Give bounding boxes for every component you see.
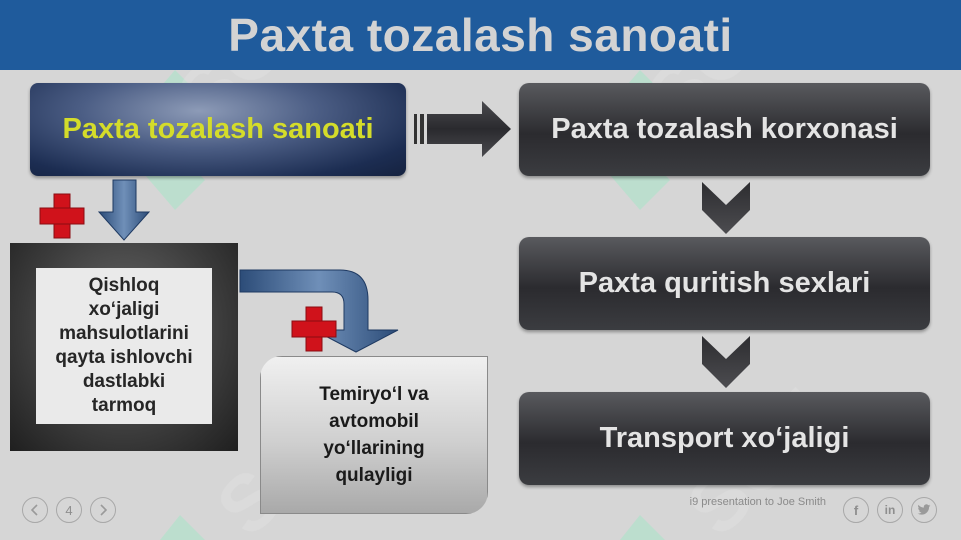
next-slide-button[interactable] — [90, 497, 116, 523]
chevron-left-icon — [30, 504, 38, 516]
box-paxta-tozalash-sanoati: Paxta tozalash sanoati — [30, 83, 406, 176]
plus-icon — [39, 193, 85, 239]
text-line: mahsulotlarini — [59, 323, 189, 344]
twitter-icon — [917, 504, 931, 515]
arrow-down-icon — [97, 179, 151, 241]
plus-icon — [291, 306, 337, 352]
chevron-right-icon — [100, 504, 108, 516]
page-number-badge: 4 — [56, 497, 82, 523]
linkedin-icon: in — [884, 503, 896, 517]
box-label: Transport xo‘jaligi — [599, 422, 850, 454]
text-line: xo‘jaligi — [88, 299, 160, 320]
box-label: Paxta tozalash korxonasi — [551, 113, 898, 145]
text-line: yo‘llarining — [323, 438, 425, 459]
text-line: dastlabki — [82, 371, 166, 392]
facebook-button[interactable]: f — [843, 497, 869, 523]
text-line: Qishloq — [88, 275, 160, 296]
box-quritish-sexlari: Paxta quritish sexlari — [519, 237, 930, 330]
page-title: Paxta tozalash sanoati — [228, 9, 733, 61]
presenter-text: i9 presentation to Joe Smith — [689, 496, 826, 508]
prev-slide-button[interactable] — [22, 497, 48, 523]
text-line: Temiryo‘l va — [319, 384, 429, 405]
arrow-right-icon — [414, 101, 511, 157]
box-label: Paxta quritish sexlari — [578, 267, 871, 299]
text-line: qayta ishlovchi — [55, 347, 193, 368]
curved-arrow-icon — [239, 269, 399, 353]
box-transport: Transport xo‘jaligi — [519, 392, 930, 485]
chevron-down-icon — [702, 182, 750, 234]
page-number: 4 — [65, 502, 73, 518]
box-label: Paxta tozalash sanoati — [62, 113, 374, 145]
box-korxona: Paxta tozalash korxonasi — [519, 83, 930, 176]
twitter-button[interactable] — [911, 497, 937, 523]
chevron-down-icon — [702, 336, 750, 388]
box-qishloq-xojaligi: Qishloq xo‘jaligi mahsulotlarini qayta i… — [36, 268, 212, 424]
facebook-icon: f — [853, 502, 859, 518]
box-temiryol: Temiryo‘l va avtomobil yo‘llarining qula… — [260, 356, 488, 514]
text-line: tarmoq — [91, 395, 157, 416]
linkedin-button[interactable]: in — [877, 497, 903, 523]
text-line: qulayligi — [335, 465, 413, 486]
text-line: avtomobil — [329, 411, 419, 432]
header-bar: Paxta tozalash sanoati — [0, 0, 961, 70]
